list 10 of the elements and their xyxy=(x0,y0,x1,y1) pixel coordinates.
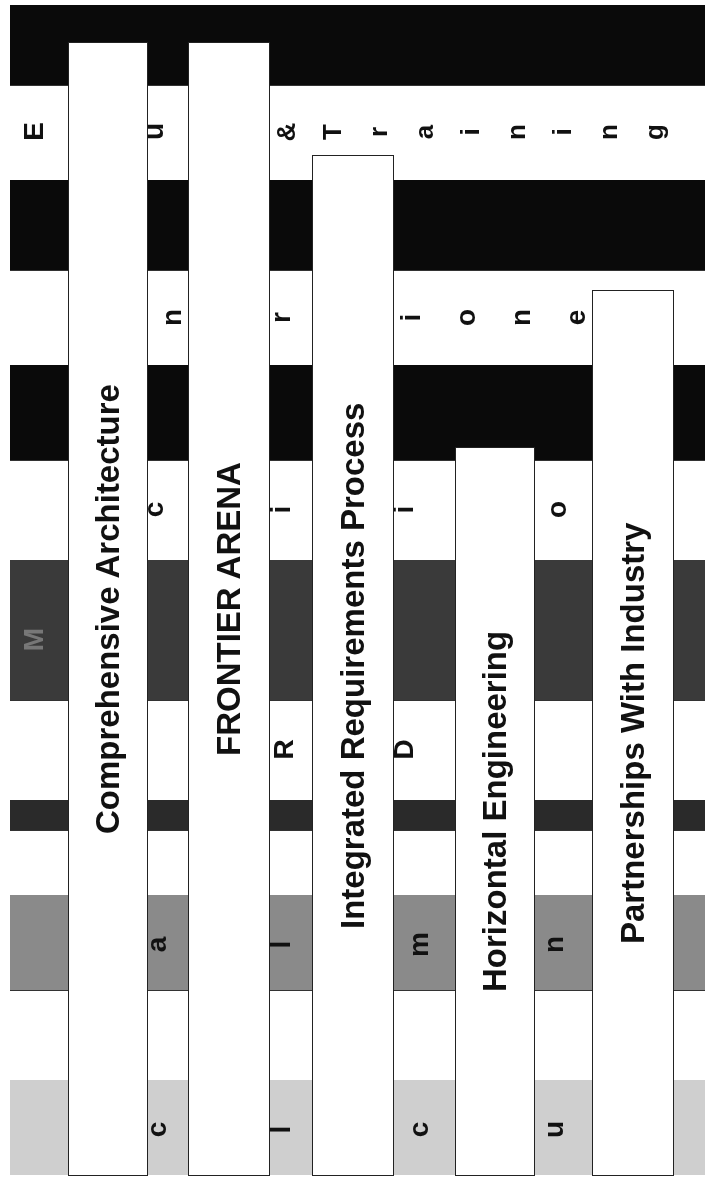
strip-letter: m xyxy=(402,931,458,959)
strip-letter: n xyxy=(537,931,593,959)
strip-letter: u xyxy=(537,1116,593,1144)
banner-band: Comprehensive Architecture xyxy=(68,42,148,1176)
banner-band: Horizontal Engineering xyxy=(455,447,535,1176)
banner-band: Partnerships With Industry xyxy=(592,290,674,1176)
strip-letter: &Training xyxy=(271,119,685,145)
banner-band: FRONTIER ARENA xyxy=(188,42,270,1176)
banner-band: Integrated Requirements Process xyxy=(312,155,394,1176)
strip-letter: c xyxy=(402,1116,458,1144)
